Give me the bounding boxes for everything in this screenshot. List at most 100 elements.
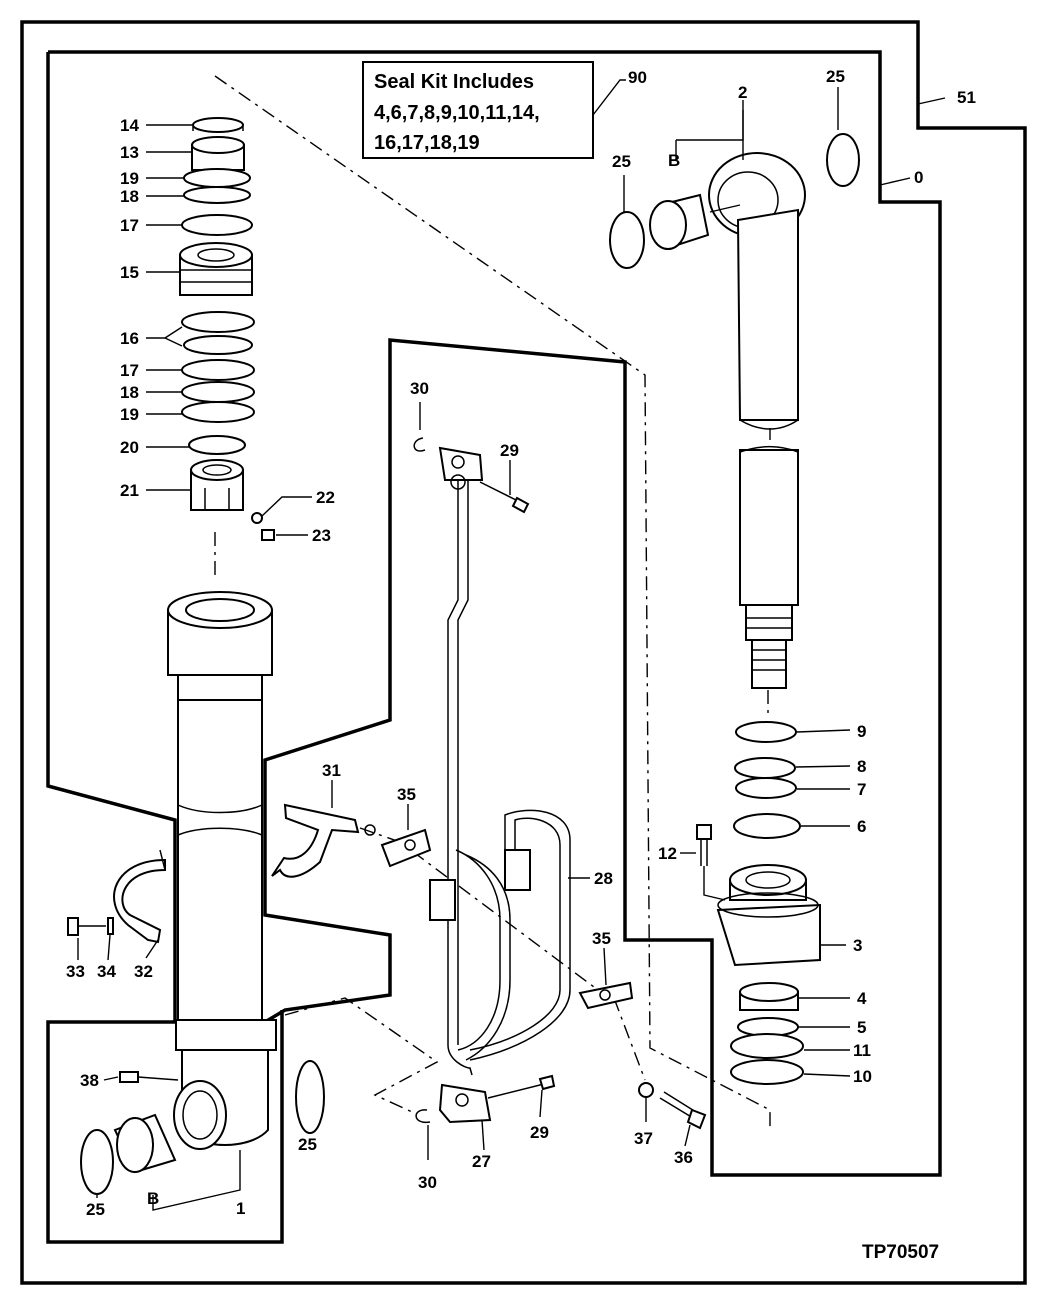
flange-27-lower	[438, 1083, 492, 1124]
oring-17-bottom	[181, 359, 255, 381]
callout-29-lower: 29	[530, 1123, 549, 1142]
piston-rod-2	[708, 152, 806, 689]
callout-10: 10	[853, 1067, 872, 1086]
bolt-12	[696, 824, 712, 866]
callout-1: 1	[236, 1199, 245, 1218]
seal-25-top-right	[826, 133, 860, 187]
ring-11	[730, 1033, 804, 1059]
callout-6: 6	[857, 817, 866, 836]
ring-6	[733, 813, 801, 839]
callout-30-upper: 30	[410, 379, 429, 398]
grease-fitting-38	[119, 1071, 179, 1083]
callout-25-top-right: 25	[826, 67, 845, 86]
figure-reference-code: TP70507	[862, 1242, 939, 1263]
callout-25-bottom-left: 25	[86, 1200, 105, 1219]
alignment-line-rod	[214, 75, 771, 1128]
ring-20	[188, 435, 246, 455]
callout-27: 27	[472, 1152, 491, 1171]
wear-ring-14	[192, 117, 244, 133]
seal-25-top-mid	[609, 211, 645, 269]
ring-9	[735, 721, 797, 743]
seal-25-bottom-left	[80, 1129, 114, 1195]
callout-29-upper: 29	[500, 441, 519, 460]
dust-seal-13	[191, 136, 245, 171]
oring-18-top	[183, 186, 251, 204]
callout-17-bottom: 17	[120, 361, 139, 380]
callout-35-upper: 35	[397, 785, 416, 804]
seal-kit-line2: 4,6,7,8,9,10,11,14,	[374, 102, 540, 124]
gland-seal-15	[179, 242, 253, 296]
band-clamp-32	[113, 849, 166, 944]
seal-25-bottom-mid	[295, 1060, 325, 1134]
callout-51: 51	[957, 88, 976, 107]
callout-3: 3	[853, 936, 862, 955]
callout-90: 90	[628, 68, 647, 87]
seal-kit-line3: 16,17,18,19	[374, 132, 480, 154]
clamp-35-upper	[380, 828, 432, 868]
bolt-29-upper	[479, 481, 530, 514]
callout-12: 12	[658, 844, 677, 863]
oring-30-upper	[413, 437, 426, 452]
callout-19-top: 19	[120, 169, 139, 188]
callout-32: 32	[134, 962, 153, 981]
callout-38: 38	[80, 1071, 99, 1090]
callout-5: 5	[857, 1018, 866, 1037]
oring-30-lower	[415, 1109, 431, 1124]
oring-17-top	[181, 214, 253, 236]
bolt-29-lower	[487, 1074, 556, 1099]
ring-8	[734, 757, 796, 779]
callout-36: 36	[674, 1148, 693, 1167]
callout-28: 28	[594, 869, 613, 888]
callout-30-lower: 30	[418, 1173, 437, 1192]
clamp-35-lower	[578, 981, 634, 1010]
nut-37	[638, 1082, 654, 1098]
bolt-36	[659, 1091, 707, 1130]
washer-34	[107, 917, 114, 935]
callout-22: 22	[316, 488, 335, 507]
callout-25-top-mid: 25	[612, 152, 631, 171]
backup-ring-19-bottom	[181, 401, 255, 423]
flange-27-upper	[438, 446, 484, 490]
callout-33: 33	[66, 962, 85, 981]
callout-17-top: 17	[120, 216, 139, 235]
callout-B-bottom: B	[147, 1189, 159, 1208]
ball-22	[251, 512, 263, 524]
callout-25-bottom-mid: 25	[298, 1135, 317, 1154]
inner-frame	[46, 50, 942, 1244]
backup-ring-19-top	[183, 168, 251, 188]
piston-3	[716, 864, 821, 967]
seal-kit-box	[362, 61, 594, 159]
callout-9: 9	[857, 722, 866, 741]
callout-0: 0	[914, 168, 923, 187]
callout-2: 2	[738, 83, 747, 102]
callout-35-lower: 35	[592, 929, 611, 948]
callout-15: 15	[120, 263, 139, 282]
alignment-line-tube	[613, 997, 646, 1081]
callout-7: 7	[857, 780, 866, 799]
alignment-line-pivot	[284, 997, 439, 1113]
callout-19-bottom: 19	[120, 405, 139, 424]
callout-31: 31	[322, 761, 341, 780]
gland-nut-21	[190, 459, 244, 511]
outer-frame	[20, 20, 1027, 1285]
callout-37: 37	[634, 1129, 653, 1148]
callout-B-top: B	[668, 151, 680, 170]
tube-assembly-28	[429, 470, 571, 1076]
ring-16b	[183, 335, 253, 355]
callout-34: 34	[97, 962, 116, 981]
leader-lines	[77, 87, 946, 1211]
ring-16a	[181, 311, 255, 333]
bushing-B-top	[649, 193, 710, 250]
callout-18-top: 18	[120, 187, 139, 206]
callout-18-bottom: 18	[120, 383, 139, 402]
callout-4: 4	[857, 989, 867, 1008]
bushing-B-bottom	[113, 1113, 177, 1174]
callout-13: 13	[120, 143, 139, 162]
callout-23: 23	[312, 526, 331, 545]
ring-7	[735, 777, 797, 799]
callout-21: 21	[120, 481, 139, 500]
callout-16: 16	[120, 329, 139, 348]
oring-18-bottom	[181, 381, 255, 403]
